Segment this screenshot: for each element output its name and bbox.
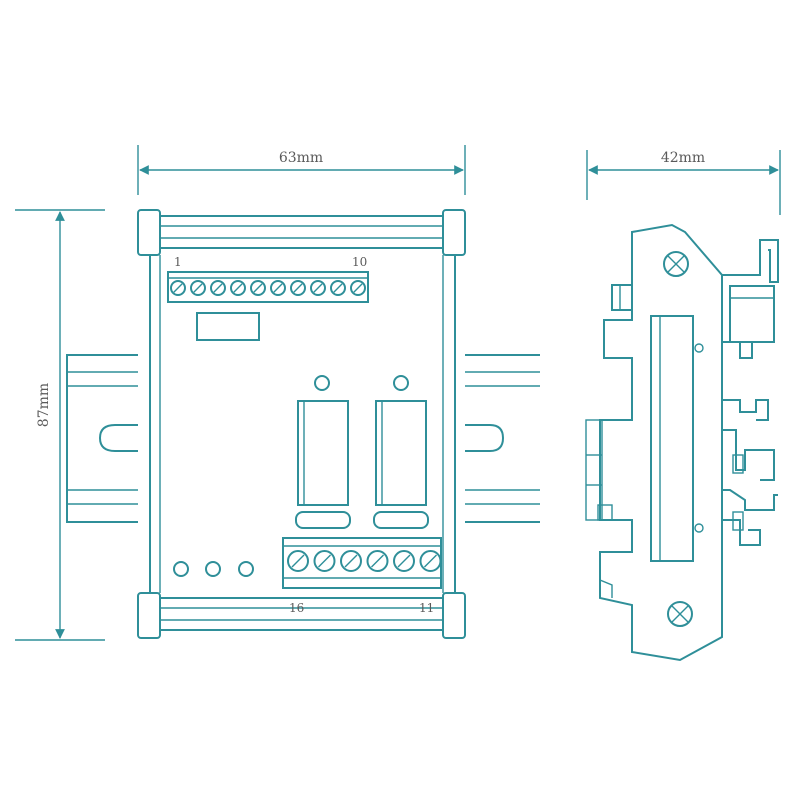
top-terminal-block: 1 10 (167, 255, 369, 303)
bottom-terminal-block: 16 11 (282, 537, 442, 615)
top-terminal-screw (190, 280, 206, 296)
corner-bottom-right (442, 592, 466, 639)
corner-top-right (442, 209, 466, 256)
front-view: 1 10 16 11 (66, 209, 540, 639)
depth-label: 42mm (661, 150, 705, 166)
din-rail-right (465, 354, 540, 523)
corner-top-left (137, 209, 161, 256)
terminal-label-1: 1 (174, 255, 182, 269)
top-terminal-screw (330, 280, 346, 296)
din-rail-left (66, 354, 138, 523)
top-terminal-screw (270, 280, 286, 296)
label-plate (196, 312, 260, 341)
relay-1-indicator (314, 375, 330, 391)
width-dimension: 63mm (137, 145, 466, 195)
height-label: 87mm (36, 383, 52, 427)
top-terminal-screw (310, 280, 326, 296)
din-clip (722, 239, 779, 546)
side-screw-top (663, 251, 689, 277)
bottom-terminal-screw (340, 550, 362, 572)
depth-dimension: 42mm (586, 150, 781, 215)
corner-bottom-left (137, 592, 161, 639)
bottom-terminal-screw (287, 550, 309, 572)
led-3 (238, 561, 254, 577)
terminal-label-11: 11 (419, 601, 434, 615)
relay-1 (295, 375, 351, 529)
top-terminal-screw (210, 280, 226, 296)
terminal-label-16: 16 (289, 601, 304, 615)
width-label: 63mm (279, 150, 323, 166)
bottom-terminal-screw (366, 550, 389, 572)
top-terminal-screw (170, 280, 186, 296)
relay-2 (373, 375, 429, 529)
top-terminal-screw (230, 280, 246, 296)
led-1 (173, 561, 189, 577)
side-window (650, 315, 694, 562)
relay-2-indicator (393, 375, 409, 391)
top-terminal-screw (350, 280, 366, 296)
side-screw-bottom (667, 601, 693, 627)
height-dimension: 87mm (15, 209, 105, 641)
side-view (585, 223, 779, 662)
terminal-label-10: 10 (352, 255, 367, 269)
bottom-terminal-screw (393, 550, 415, 572)
top-bar (149, 215, 456, 249)
top-terminal-screw (290, 280, 306, 296)
bottom-terminal-screw (419, 550, 442, 572)
bottom-terminal-screw (313, 550, 336, 572)
top-terminal-screw (250, 280, 266, 296)
led-2 (205, 561, 221, 577)
